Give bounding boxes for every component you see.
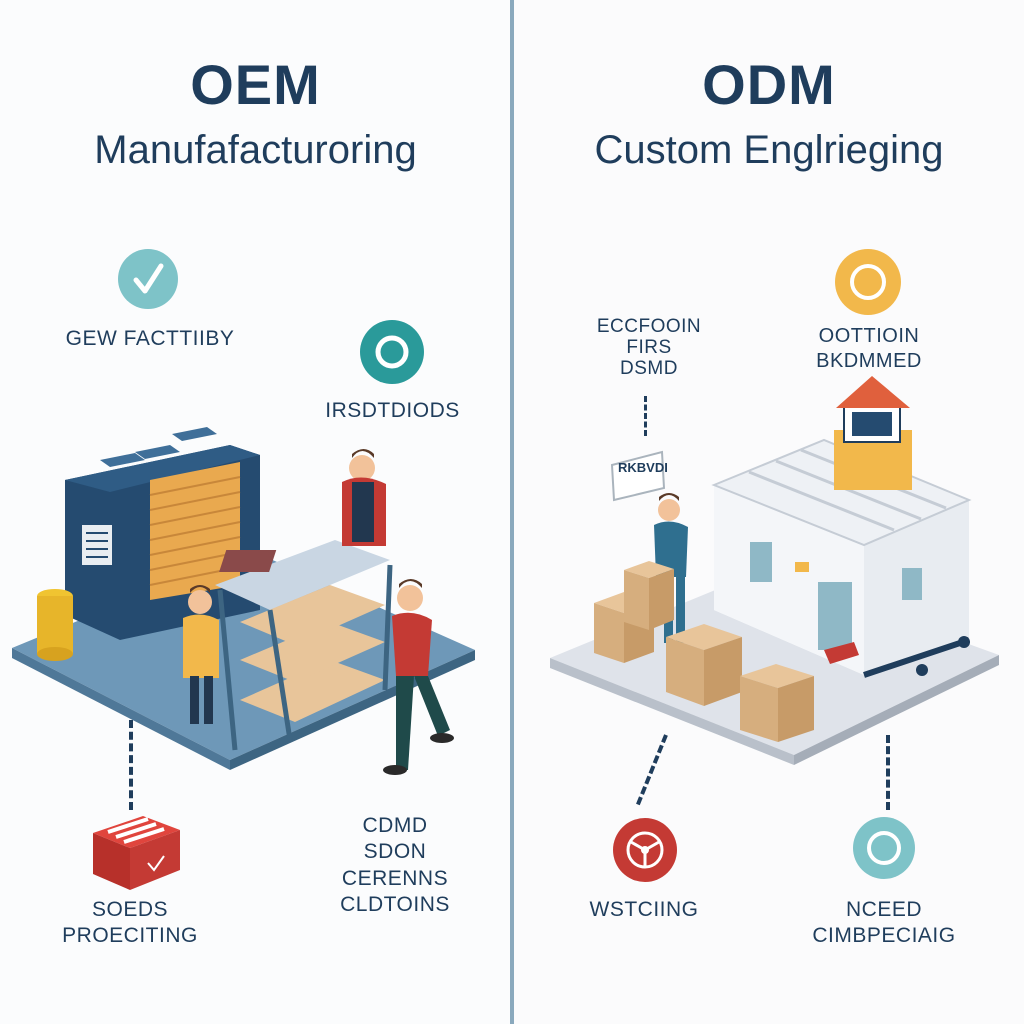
odm-title: ODM — [702, 53, 836, 116]
odm-wheel-label: WSTCIING — [589, 898, 699, 921]
panel-divider — [510, 0, 514, 1024]
odm-orange-label: OOTTIOIN BKDMMED — [816, 325, 922, 372]
factory-illustration — [12, 427, 475, 775]
oem-dashed-connector — [129, 720, 133, 810]
ring-icon — [360, 320, 424, 384]
orange-ring-icon — [835, 249, 901, 315]
odm-left-label: ECCFOOIN FIRS DSMD — [596, 316, 702, 379]
steering-wheel-icon — [613, 818, 677, 882]
oem-check-label: GEW FACTTIIBY — [65, 327, 235, 350]
odm-right-label: NCEED CIMBPECIAIG — [812, 898, 956, 948]
odm-right-dashed-connector — [886, 735, 890, 810]
check-icon — [118, 249, 178, 309]
oem-teal-label: IRSDTDIODS — [325, 399, 460, 422]
oem-bottom-right-label: CDMD SDON CERENNS CLDTOINS — [340, 814, 450, 916]
oem-subtitle: Manufafacturoring — [94, 128, 417, 172]
odm-panel: ODM Custom Englrieging OOTTIOIN BKDMMED … — [514, 0, 1024, 1024]
light-ring-icon — [853, 817, 915, 879]
oem-box-label: SOEDS PROECITING — [62, 898, 198, 948]
oem-panel: OEM Manufafacturoring GEW FACTTIIBY IRSD… — [0, 0, 511, 1024]
red-box-icon — [93, 816, 180, 890]
odm-sign-label: RKBVDI — [618, 460, 668, 475]
oem-title: OEM — [190, 53, 321, 116]
odm-small-dashed-connector — [644, 396, 647, 436]
odm-subtitle: Custom Englrieging — [594, 128, 944, 172]
warehouse-illustration — [550, 376, 999, 765]
